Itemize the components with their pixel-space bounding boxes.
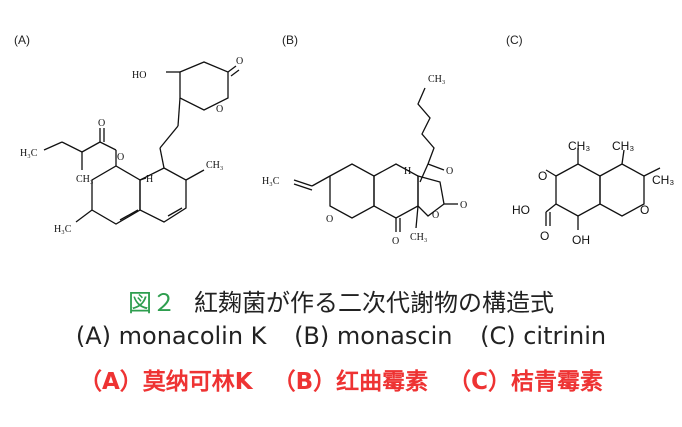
label-ch3-a-c: CH₃ — [568, 139, 590, 153]
label-h3c-left-b: H₃C — [262, 176, 280, 187]
label-ho-c: HO — [512, 203, 530, 217]
panel-label-b: (B) — [282, 33, 298, 47]
compound-names-english: (A) monacolin K (B) monascin (C) citrini… — [0, 322, 682, 350]
label-o-acid-c: O — [540, 229, 549, 243]
compound-names-chinese: （A）莫纳可林K （B）红曲霉素 （C）桔青霉素 — [0, 362, 682, 396]
decalin-ring-left — [91, 165, 141, 225]
label-h3c-top-a: H₃C — [20, 148, 38, 159]
compound-name-a: (A) monacolin K — [75, 322, 267, 350]
label-ch3-top-b: CH₃ — [428, 74, 445, 85]
panel-label-c: (C) — [506, 33, 523, 47]
figure-title: 紅麹菌が作る二次代謝物の構造式 — [194, 289, 554, 317]
structure-drawings: HO O O O O H₃C CH₃ H CH₃ H₃C CH₃ O H₃C H… — [20, 56, 674, 247]
panel-label-a: (A) — [14, 33, 30, 47]
label-h-b: H — [404, 166, 411, 177]
label-oh-c: OH — [572, 233, 590, 247]
compound-name-b: (B) monascin — [294, 322, 453, 350]
label-o-ring-c: O — [640, 203, 649, 217]
label-ch3-c-c: CH₃ — [652, 173, 674, 187]
label-o-lactone-ring-b: O — [432, 210, 439, 221]
label-o-pyran-b: O — [326, 214, 333, 225]
label-ch3-b-c: CH₃ — [612, 139, 634, 153]
quinone-ring — [555, 163, 601, 217]
label-o-bottom-b: O — [392, 236, 399, 247]
label-o-lactone-b: O — [460, 200, 467, 211]
lactone-ring-b — [417, 175, 445, 217]
label-ch3-bottom-b: CH₃ — [410, 232, 427, 243]
label-o-ketone-b: O — [446, 166, 453, 177]
structure-b-monascin: CH₃ O H₃C H O O O O CH₃ — [262, 74, 467, 247]
compound-name-cn-c: （C）桔青霉素 — [448, 369, 604, 395]
label-ho-a: HO — [132, 70, 146, 81]
label-ch3-side-a: CH₃ — [76, 174, 93, 185]
pyran-ring-c — [599, 163, 645, 217]
label-ch3-ring-a: CH₃ — [206, 160, 223, 171]
lactone-ring — [179, 61, 229, 111]
figure-number: 図２ — [128, 289, 176, 317]
label-h-a: H — [146, 174, 153, 185]
structure-a-monacolin-k: HO O O O O H₃C CH₃ H CH₃ H₃C — [20, 56, 243, 235]
compound-name-c: (C) citrinin — [480, 322, 607, 350]
label-o-carbonyl-a: O — [236, 56, 243, 67]
compound-name-cn-b: （B）红曲霉素 — [272, 369, 429, 395]
label-h3c-bottom-a: H₃C — [54, 224, 72, 235]
label-o-keto-c: O — [538, 169, 547, 183]
label-o-ring-a: O — [216, 104, 223, 115]
label-o-ester-carbonyl-a: O — [98, 118, 105, 129]
middle-ring — [373, 163, 419, 219]
label-o-ester-a: O — [117, 152, 124, 163]
compound-name-cn-a: （A）莫纳可林K — [78, 369, 253, 395]
pyran-ring — [329, 163, 375, 219]
structure-c-citrinin: CH₃ CH₃ CH₃ O O HO O OH — [512, 139, 674, 247]
figure-caption-title: 図２ 紅麹菌が作る二次代謝物の構造式 — [0, 283, 682, 318]
